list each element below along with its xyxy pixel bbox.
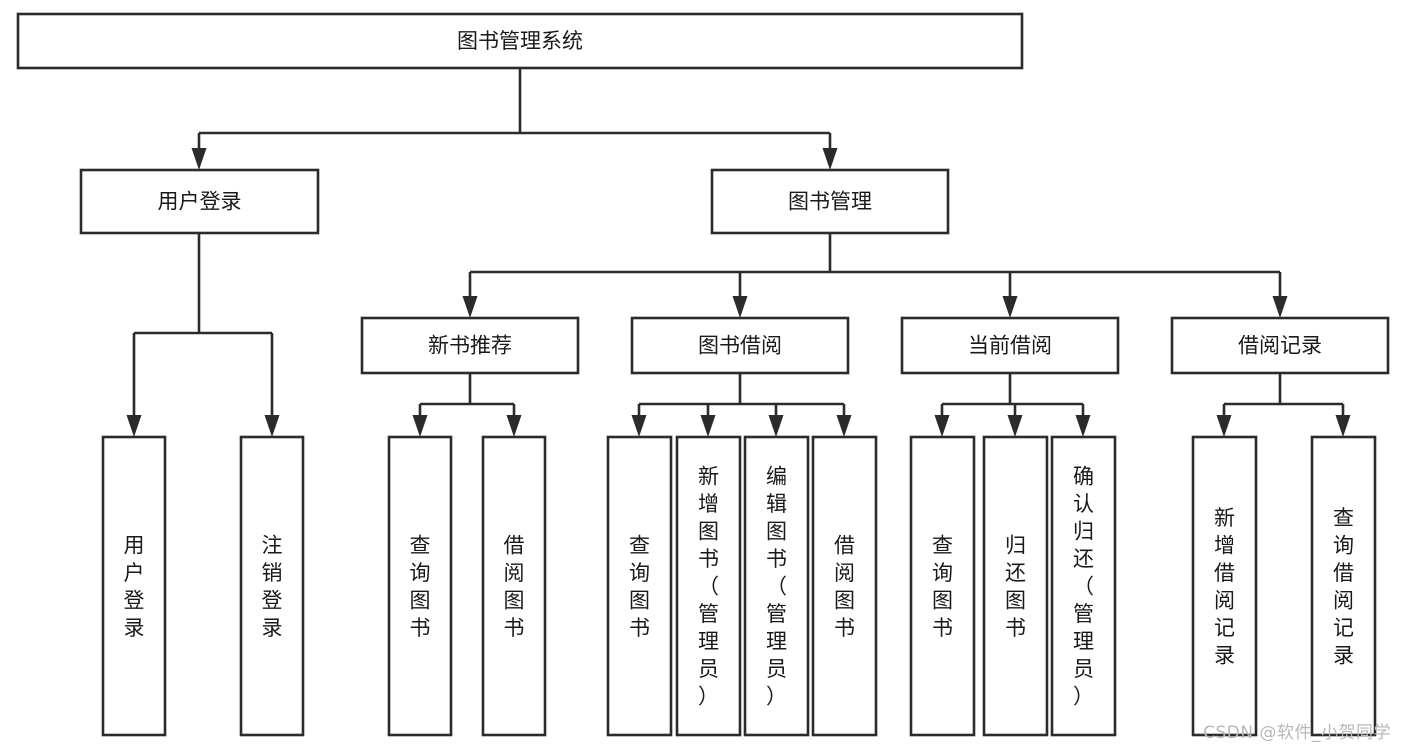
node-label-leaf-query-borrow-record: 查询借阅记录 — [1333, 506, 1354, 668]
node-box-leaf-borrow-book-recommend[interactable] — [481, 435, 547, 737]
node-leaf-confirm-return-admin[interactable]: 确认归还（管理员） — [1050, 435, 1117, 737]
node-label-leaf-user-login: 用户登录 — [124, 533, 145, 640]
node-box-root[interactable] — [16, 12, 1024, 70]
node-box-leaf-query-book-recommend[interactable] — [387, 435, 453, 737]
node-label-user-login: 用户登录 — [158, 190, 242, 214]
node-box-new-book-recommend[interactable] — [360, 316, 580, 375]
node-box-user-login[interactable] — [79, 168, 320, 235]
node-leaf-borrow-book[interactable]: 借阅图书 — [811, 435, 878, 737]
node-label-leaf-query-book-borrow: 查询图书 — [629, 533, 650, 640]
node-label-leaf-confirm-return-admin: 确认归还（管理员） — [1073, 465, 1094, 709]
node-label-leaf-query-book-recommend: 查询图书 — [410, 533, 431, 640]
arrow-head-icon — [1007, 415, 1023, 437]
arrow-head-icon — [506, 415, 522, 437]
arrow-head-icon — [700, 415, 716, 437]
node-label-leaf-edit-book-admin: 编辑图书（管理员） — [766, 465, 787, 709]
node-label-leaf-add-book-admin: 新增图书（管理员） — [698, 465, 719, 709]
node-label-book-borrow: 图书借阅 — [698, 334, 782, 358]
node-leaf-user-login[interactable]: 用户登录 — [101, 435, 167, 737]
node-book-manage[interactable]: 图书管理 — [710, 168, 950, 235]
node-label-borrow-record: 借阅记录 — [1238, 334, 1322, 358]
node-borrow-record[interactable]: 借阅记录 — [1170, 316, 1390, 375]
node-leaf-borrow-book-recommend[interactable]: 借阅图书 — [481, 435, 547, 737]
node-label-leaf-logout: 注销登录 — [262, 533, 283, 640]
node-book-borrow[interactable]: 图书借阅 — [630, 316, 850, 375]
arrow-head-icon — [1002, 296, 1018, 318]
node-label-leaf-add-borrow-record: 新增借阅记录 — [1214, 506, 1235, 668]
node-leaf-query-book-current[interactable]: 查询图书 — [909, 435, 976, 737]
node-label-leaf-borrow-book: 借阅图书 — [834, 533, 855, 640]
node-label-leaf-return-book: 归还图书 — [1005, 533, 1026, 640]
node-label-new-book-recommend: 新书推荐 — [428, 334, 512, 358]
arrow-head-icon — [1335, 415, 1351, 437]
node-label-book-manage: 图书管理 — [788, 190, 872, 214]
node-current-borrow[interactable]: 当前借阅 — [900, 316, 1120, 375]
arrow-head-icon — [768, 415, 784, 437]
node-box-leaf-query-book-current[interactable] — [909, 435, 976, 737]
node-leaf-edit-book-admin[interactable]: 编辑图书（管理员） — [743, 435, 810, 737]
node-box-leaf-query-book-borrow[interactable] — [606, 435, 673, 737]
connector-layer — [126, 68, 1351, 437]
node-label-leaf-query-book-current: 查询图书 — [932, 533, 953, 640]
node-leaf-return-book[interactable]: 归还图书 — [982, 435, 1049, 737]
node-box-leaf-edit-book-admin[interactable] — [743, 435, 810, 737]
node-leaf-add-borrow-record[interactable]: 新增借阅记录 — [1191, 435, 1258, 737]
node-label-leaf-borrow-book-recommend: 借阅图书 — [504, 533, 525, 640]
arrow-head-icon — [1216, 415, 1232, 437]
arrow-head-icon — [934, 415, 950, 437]
arrow-head-icon — [191, 148, 207, 170]
node-root[interactable]: 图书管理系统 — [16, 12, 1024, 70]
node-box-borrow-record[interactable] — [1170, 316, 1390, 375]
node-leaf-query-book-borrow[interactable]: 查询图书 — [606, 435, 673, 737]
node-new-book-recommend[interactable]: 新书推荐 — [360, 316, 580, 375]
node-leaf-query-borrow-record[interactable]: 查询借阅记录 — [1310, 435, 1377, 737]
node-leaf-add-book-admin[interactable]: 新增图书（管理员） — [675, 435, 742, 737]
node-box-book-manage[interactable] — [710, 168, 950, 235]
node-leaf-logout[interactable]: 注销登录 — [239, 435, 305, 737]
node-box-leaf-confirm-return-admin[interactable] — [1050, 435, 1117, 737]
arrow-head-icon — [836, 415, 852, 437]
node-box-leaf-user-login[interactable] — [101, 435, 167, 737]
arrow-head-icon — [1075, 415, 1091, 437]
node-leaf-query-book-recommend[interactable]: 查询图书 — [387, 435, 453, 737]
node-box-leaf-query-borrow-record[interactable] — [1310, 435, 1377, 737]
node-box-leaf-logout[interactable] — [239, 435, 305, 737]
arrow-head-icon — [1272, 296, 1288, 318]
node-box-leaf-add-book-admin[interactable] — [675, 435, 742, 737]
arrow-head-icon — [462, 296, 478, 318]
node-box-leaf-add-borrow-record[interactable] — [1191, 435, 1258, 737]
node-box-book-borrow[interactable] — [630, 316, 850, 375]
node-user-login[interactable]: 用户登录 — [79, 168, 320, 235]
node-layer: 图书管理系统用户登录图书管理新书推荐图书借阅当前借阅借阅记录用户登录注销登录查询… — [16, 12, 1390, 737]
watermark-label: CSDN @软件_小贺同学 — [1203, 723, 1391, 743]
arrow-head-icon — [264, 415, 280, 437]
node-label-root: 图书管理系统 — [457, 29, 583, 53]
node-box-current-borrow[interactable] — [900, 316, 1120, 375]
arrow-head-icon — [822, 148, 838, 170]
arrow-head-icon — [412, 415, 428, 437]
arrow-head-icon — [631, 415, 647, 437]
node-box-leaf-borrow-book[interactable] — [811, 435, 878, 737]
arrow-head-icon — [126, 415, 142, 437]
node-box-leaf-return-book[interactable] — [982, 435, 1049, 737]
arrow-head-icon — [732, 296, 748, 318]
node-label-current-borrow: 当前借阅 — [968, 334, 1052, 358]
